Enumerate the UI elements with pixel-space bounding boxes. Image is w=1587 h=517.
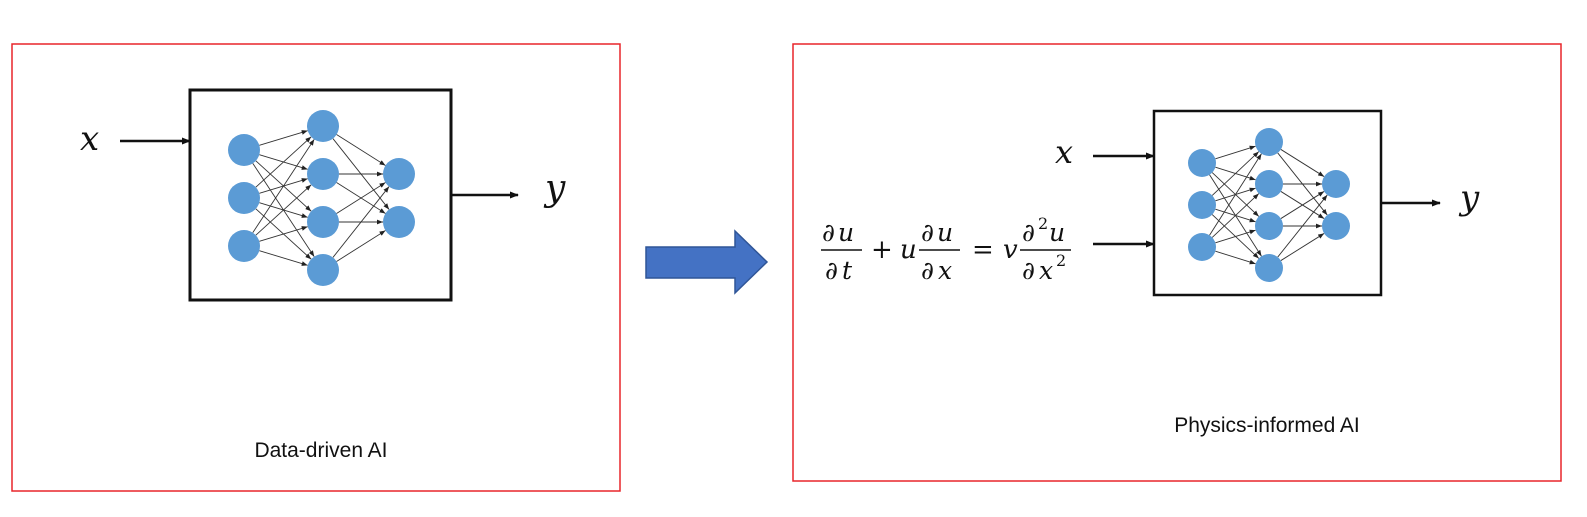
eq-du-partial: ∂ — [822, 218, 835, 247]
left-net-node-l1-n3 — [307, 254, 339, 286]
right-panel-caption: Physics-informed AI — [1174, 414, 1360, 437]
left-net-connection — [259, 130, 308, 146]
left-net-connection — [259, 250, 308, 266]
right-net-node-l0-n0 — [1188, 149, 1216, 177]
right-net-node-l1-n3 — [1255, 254, 1283, 282]
left-net-node-l0-n1 — [228, 182, 260, 214]
eq-dt-partial: ∂ — [825, 256, 838, 285]
right-net-connection — [1215, 250, 1256, 265]
left-net-connection — [255, 136, 312, 188]
right-net-connection — [1209, 153, 1262, 236]
left-net-node-l2-n0 — [383, 158, 415, 190]
right-panel: x ∂ u ∂ t + u ∂ u ∂ x = v ∂ 2 u ∂ x — [792, 43, 1562, 482]
eq-u-coefficient: u — [900, 235, 917, 265]
left-net-connection — [332, 186, 390, 258]
left-net-node-l2-n1 — [383, 206, 415, 238]
eq-d2u-exponent: 2 — [1038, 214, 1048, 233]
left-net-connection — [336, 134, 386, 166]
right-net-connection — [1280, 233, 1325, 261]
right-net-connection — [1280, 191, 1325, 219]
right-net-node-l2-n0 — [1322, 170, 1350, 198]
eq-equals: = — [972, 235, 994, 265]
right-net-node-l2-n1 — [1322, 212, 1350, 240]
right-net-node-l1-n2 — [1255, 212, 1283, 240]
eq-dx-x: x — [938, 256, 952, 285]
left-net-connection — [252, 139, 315, 233]
left-net-connection — [336, 182, 386, 214]
eq-d2u-partial: ∂ — [1022, 218, 1035, 247]
right-net-connection — [1215, 145, 1256, 160]
eq-dx2-partial: ∂ — [1022, 256, 1035, 285]
eq-dt-t: t — [842, 256, 853, 285]
right-net-node-l1-n1 — [1255, 170, 1283, 198]
eq-du2-u: u — [937, 218, 953, 247]
right-net-connection — [1277, 194, 1328, 258]
left-net-connection — [259, 226, 308, 242]
eq-d2u-u: u — [1049, 218, 1065, 247]
eq-du-u: u — [838, 218, 854, 247]
left-panel-border — [11, 43, 621, 492]
left-neural-network — [228, 110, 415, 286]
left-output-symbol: y — [543, 168, 566, 209]
eq-dx-partial: ∂ — [921, 256, 934, 285]
eq-dx2-x: x — [1039, 256, 1053, 285]
left-net-node-l1-n0 — [307, 110, 339, 142]
right-net-connection — [1280, 149, 1325, 177]
left-net-node-l1-n1 — [307, 158, 339, 190]
left-net-connection — [255, 184, 312, 236]
right-net-node-l0-n1 — [1188, 191, 1216, 219]
right-neural-network — [1188, 128, 1350, 282]
right-input-symbol: x — [1055, 133, 1073, 171]
right-net-node-l0-n2 — [1188, 233, 1216, 261]
left-net-node-l0-n0 — [228, 134, 260, 166]
right-net-connection — [1215, 229, 1256, 244]
eq-du2-partial: ∂ — [921, 218, 934, 247]
left-input-symbol: x — [80, 119, 99, 159]
pde-equation: ∂ u ∂ t + u ∂ u ∂ x = v ∂ 2 u ∂ x 2 — [821, 214, 1071, 285]
right-output-symbol: y — [1458, 178, 1480, 218]
left-net-node-l0-n2 — [228, 230, 260, 262]
eq-v-coefficient: v — [1003, 235, 1018, 265]
right-net-connection — [1211, 193, 1260, 238]
left-net-node-l1-n2 — [307, 206, 339, 238]
left-net-connection — [336, 230, 386, 262]
right-panel-border — [792, 43, 1562, 482]
right-net-connection — [1211, 151, 1260, 196]
eq-plus: + — [871, 235, 893, 265]
left-panel-caption: Data-driven AI — [254, 439, 387, 462]
block-right-arrow-icon — [645, 229, 769, 295]
right-net-node-l1-n0 — [1255, 128, 1283, 156]
eq-dx2-exponent: 2 — [1056, 251, 1066, 270]
left-panel: x y Data-driven AI — [11, 43, 621, 492]
